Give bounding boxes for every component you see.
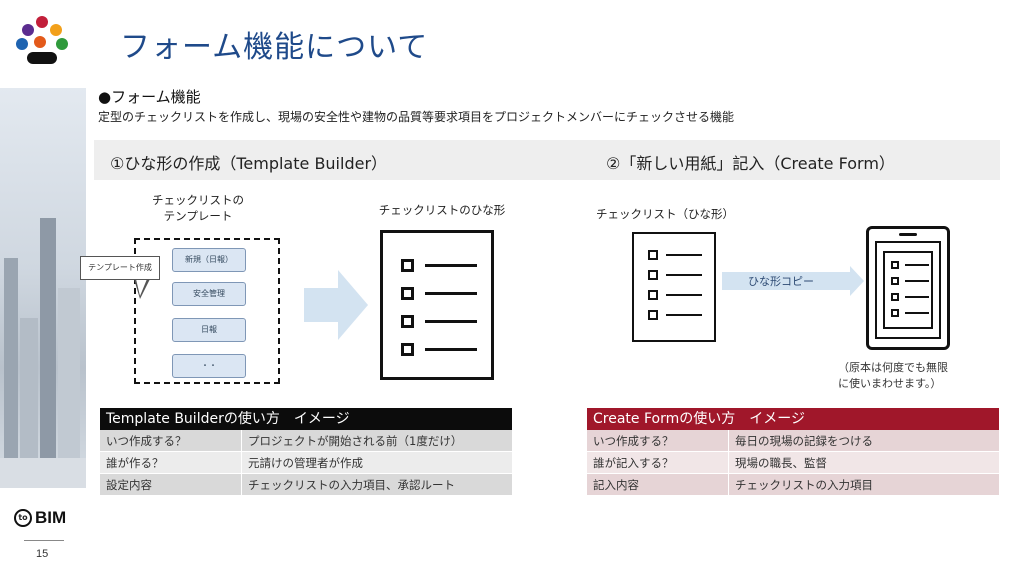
- note-line2: に使いまわせます。）: [838, 377, 942, 390]
- page-number-divider: [24, 540, 64, 541]
- template-item: 安全管理: [172, 282, 246, 306]
- table-row: いつ作成する？ プロジェクトが開始される前（1度だけ）: [100, 430, 512, 452]
- table-header: Create Formの使い方 イメージ: [587, 408, 999, 430]
- checklist-document-small-icon: [632, 232, 716, 342]
- table-row: 誰が作る？ 元請けの管理者が作成: [100, 452, 512, 474]
- company-logo-icon: [14, 14, 70, 66]
- page-title: フォーム機能について: [120, 30, 429, 65]
- blank-template-label: チェックリストのひな形: [378, 203, 506, 217]
- bim-logo: to BIM: [14, 508, 66, 528]
- template-label-line2: テンプレート: [163, 209, 233, 223]
- bim-brand-text: BIM: [35, 508, 67, 527]
- right-doc-label: チェックリスト（ひな形）: [596, 207, 734, 221]
- callout: テンプレート作成: [80, 256, 160, 280]
- band-right-label: ②「新しい用紙」記入（Create Form）: [606, 154, 895, 173]
- table-row: 設定内容 チェックリストの入力項目、承認ルート: [100, 474, 512, 496]
- tablet-icon: [866, 226, 950, 350]
- note-line1: （原本は何度でも無限: [838, 361, 948, 374]
- section-description: 定型のチェックリストを作成し、現場の安全性や建物の品質等要求項目をプロジェクトメ…: [98, 110, 735, 124]
- checklist-document-icon: [380, 230, 494, 380]
- template-label-line1: チェックリストの: [152, 193, 244, 207]
- template-box: 新規（日報） 安全管理 日報 ・・: [134, 238, 280, 384]
- copy-arrow-icon: [722, 266, 864, 296]
- bim-mark-icon: to: [14, 509, 32, 527]
- template-item: ・・: [172, 354, 246, 378]
- section-heading: ●フォーム機能: [98, 88, 201, 106]
- page-number: 15: [36, 548, 49, 560]
- table-row: いつ作成する？ 毎日の現場の記録をつける: [587, 430, 999, 452]
- copy-label: ひな形コピー: [748, 275, 814, 288]
- band-right: [546, 140, 1000, 180]
- reuse-note: （原本は何度でも無限 に使いまわせます。）: [838, 360, 948, 392]
- arrow-right-icon: [304, 270, 368, 340]
- sidebar: to BIM 15: [0, 0, 86, 576]
- band-left-label: ①ひな形の作成（Template Builder）: [110, 154, 388, 173]
- table-header: Template Builderの使い方 イメージ: [100, 408, 512, 430]
- city-background-image: [0, 88, 86, 488]
- table-row: 誰が記入する？ 現場の職長、監督: [587, 452, 999, 474]
- create-form-table: Create Formの使い方 イメージ いつ作成する？ 毎日の現場の記録をつけ…: [587, 408, 999, 496]
- template-item: 新規（日報）: [172, 248, 246, 272]
- template-item: 日報: [172, 318, 246, 342]
- template-builder-table: Template Builderの使い方 イメージ いつ作成する？ プロジェクト…: [100, 408, 512, 496]
- band-left: [94, 140, 546, 180]
- table-row: 記入内容 チェックリストの入力項目: [587, 474, 999, 496]
